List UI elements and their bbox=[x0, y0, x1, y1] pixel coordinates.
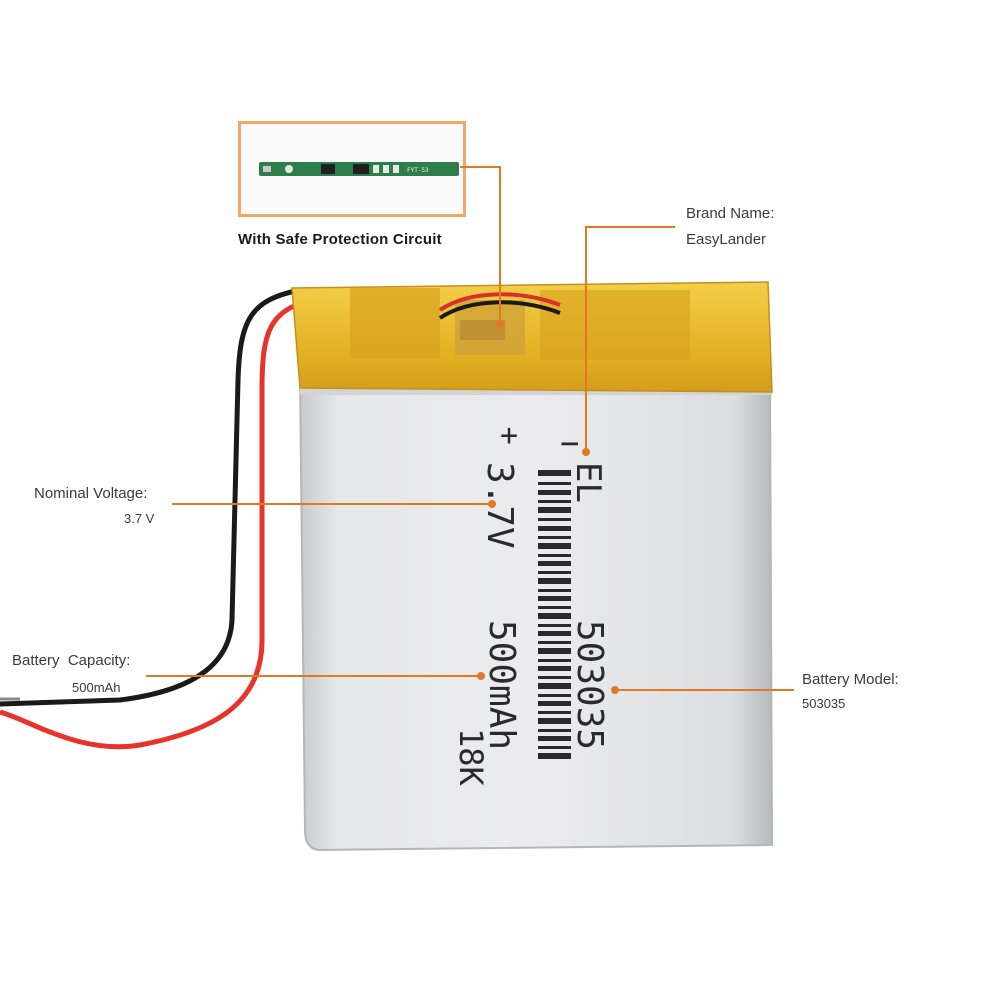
brand-name-value: EasyLander bbox=[686, 231, 767, 248]
battery-capacity-value: 500mAh bbox=[72, 680, 121, 695]
barcode bbox=[538, 470, 571, 759]
battery-model-value: 503035 bbox=[802, 696, 846, 711]
connector-line-voltage bbox=[172, 503, 492, 505]
connector-dot-model bbox=[611, 686, 619, 694]
connector-dot-brand bbox=[582, 448, 590, 456]
red-wire bbox=[0, 297, 311, 750]
cell-print-brand-mark: EL bbox=[568, 462, 608, 503]
connector-line-capacity bbox=[146, 675, 481, 677]
connector-line-pcb-v bbox=[499, 166, 501, 324]
connector-line-brand-h bbox=[585, 226, 675, 228]
brand-name-label: Brand Name: bbox=[686, 205, 775, 222]
connector-line-brand-v bbox=[585, 226, 587, 452]
cell-print-minus: − bbox=[560, 424, 580, 462]
connector-dot-pcb bbox=[496, 320, 504, 328]
nominal-voltage-value: 3.7 V bbox=[124, 511, 155, 526]
cell-print-voltage: 3.7V bbox=[479, 462, 520, 549]
connector-dot-voltage bbox=[488, 500, 496, 508]
pcb-board-marking: FYT-53 bbox=[407, 167, 429, 174]
connector-line-model bbox=[614, 689, 794, 691]
connector-line-pcb-h bbox=[460, 166, 500, 168]
battery-cell bbox=[298, 374, 774, 852]
nominal-voltage-label: Nominal Voltage: bbox=[34, 485, 148, 502]
cell-print-model: 503035 bbox=[569, 620, 610, 751]
pcb-board-image: FYT-53 bbox=[259, 162, 459, 176]
black-wire bbox=[0, 287, 301, 707]
connector-dot-capacity bbox=[477, 672, 485, 680]
battery-capacity-label: Battery Capacity: bbox=[12, 652, 131, 669]
protection-circuit-caption: With Safe Protection Circuit bbox=[238, 231, 442, 248]
battery-model-label: Battery Model: bbox=[802, 671, 899, 688]
protection-circuit-inset: FYT-53 bbox=[238, 121, 466, 217]
cell-print-plus: + bbox=[500, 418, 519, 453]
cell-print-code: 18K bbox=[452, 728, 490, 786]
